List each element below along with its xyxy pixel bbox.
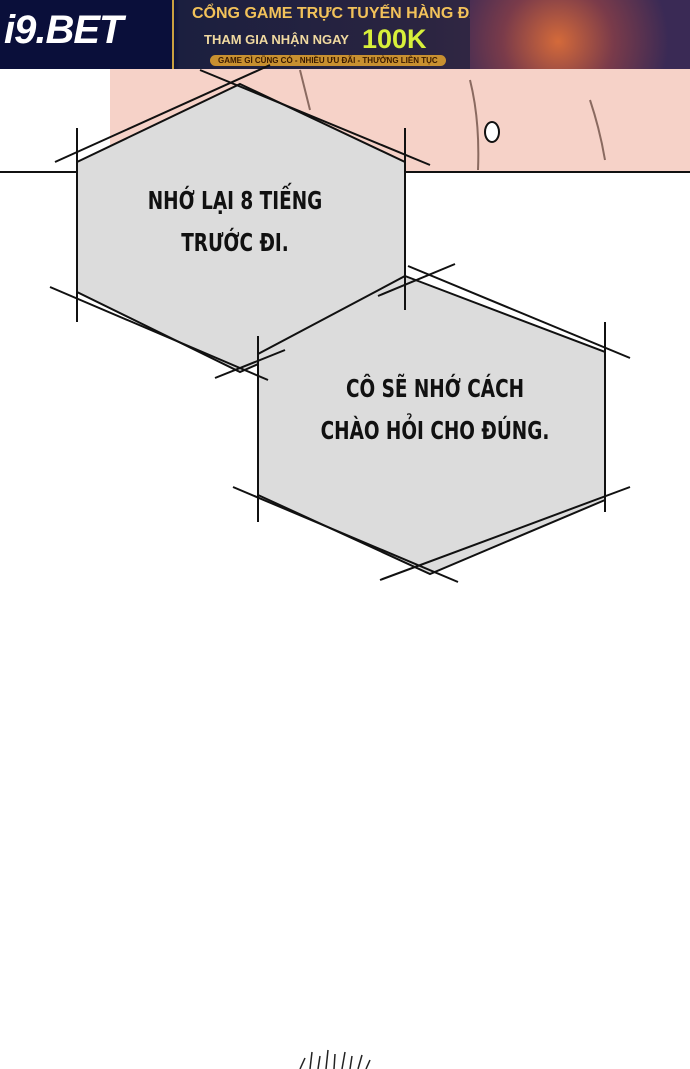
shirt-button [484,121,500,143]
bubble-2-line-1: CÔ SẼ NHỚ CÁCH [345,374,525,403]
bubble-1-line-1: NHỚ LẠI 8 TIẾNG [147,186,323,215]
bubble-overshoot-lines [49,64,631,583]
bubble-2-line-2: CHÀO HỎI CHO ĐÚNG. [320,416,550,445]
hair-strokes [299,1049,371,1069]
ad-banner[interactable]: i9.BET CỔNG GAME TRỰC TUYẾN HÀNG ĐẦU THA… [0,0,690,69]
banner-offer-prefix: THAM GIA NHẬN NGAY [204,32,349,47]
shirt-folds [299,69,606,171]
bubble-1-line-2: TRƯỚC ĐI. [181,228,289,257]
speech-bubble-2-text: CÔ SẼ NHỚ CÁCH CHÀO HỎI CHO ĐÚNG. [316,368,554,452]
banner-headline: CỔNG GAME TRỰC TUYẾN HÀNG ĐẦU [192,5,493,22]
banner-divider [172,0,174,69]
banner-offer-amount: 100K [362,24,427,54]
speech-bubble-1-text: NHỚ LẠI 8 TIẾNG TRƯỚC ĐI. [133,180,338,264]
i9bet-logo: i9.BET [4,8,123,52]
banner-characters-image [470,0,690,69]
banner-tagline: GAME GÌ CŨNG CÓ - NHIỀU ƯU ĐÃI - THƯỞNG … [210,55,446,66]
